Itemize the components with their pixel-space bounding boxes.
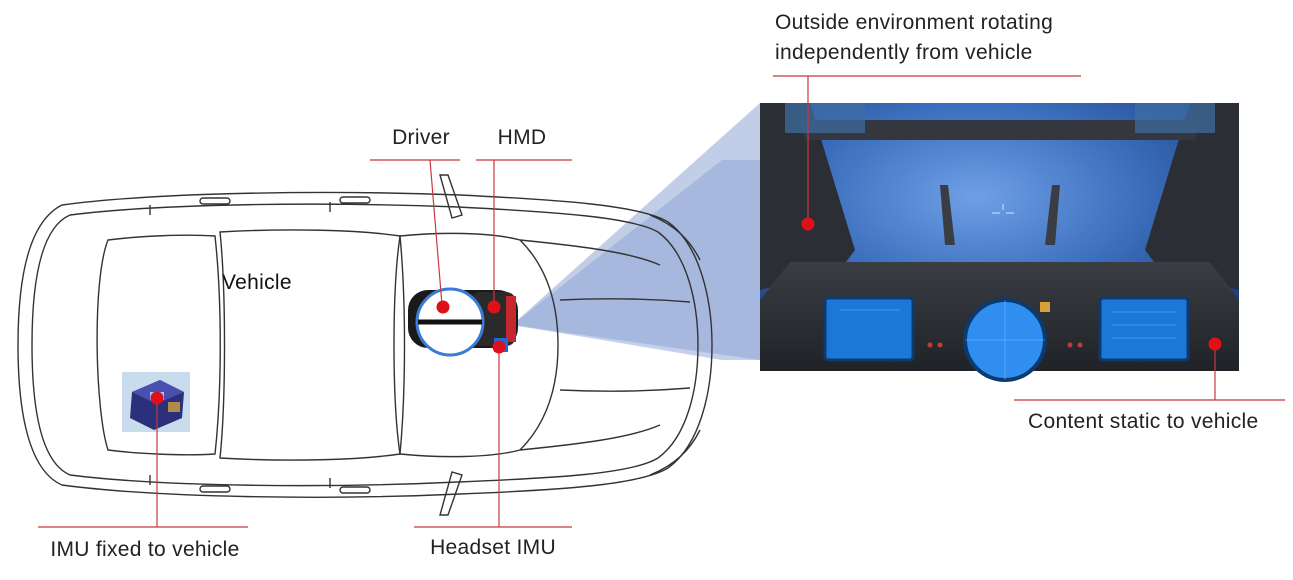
outside-env-dot [801,217,815,231]
cockpit-view [760,103,1239,382]
outside-env-label-line1: Outside environment rotating [775,11,1054,34]
outside-env-label-line2: independently from vehicle [775,41,1033,64]
callout-dots [150,217,1222,405]
imu-vehicle-label: IMU fixed to vehicle [50,538,240,561]
vehicle-label: Vehicle [222,271,292,294]
content-static-label: Content static to vehicle [1028,410,1259,433]
hmd-label: HMD [497,126,547,149]
driver-dot [436,300,450,314]
headset-imu-dot [492,340,506,354]
view-frustum-inner [512,103,760,360]
headset-imu-label: Headset IMU [430,536,556,559]
callout-lines [38,75,1285,528]
driver-label: Driver [392,126,450,149]
imu-vehicle-dot [150,391,164,405]
content-static-dot [1208,337,1222,351]
hmd-dot [487,300,501,314]
car-body [17,174,713,516]
